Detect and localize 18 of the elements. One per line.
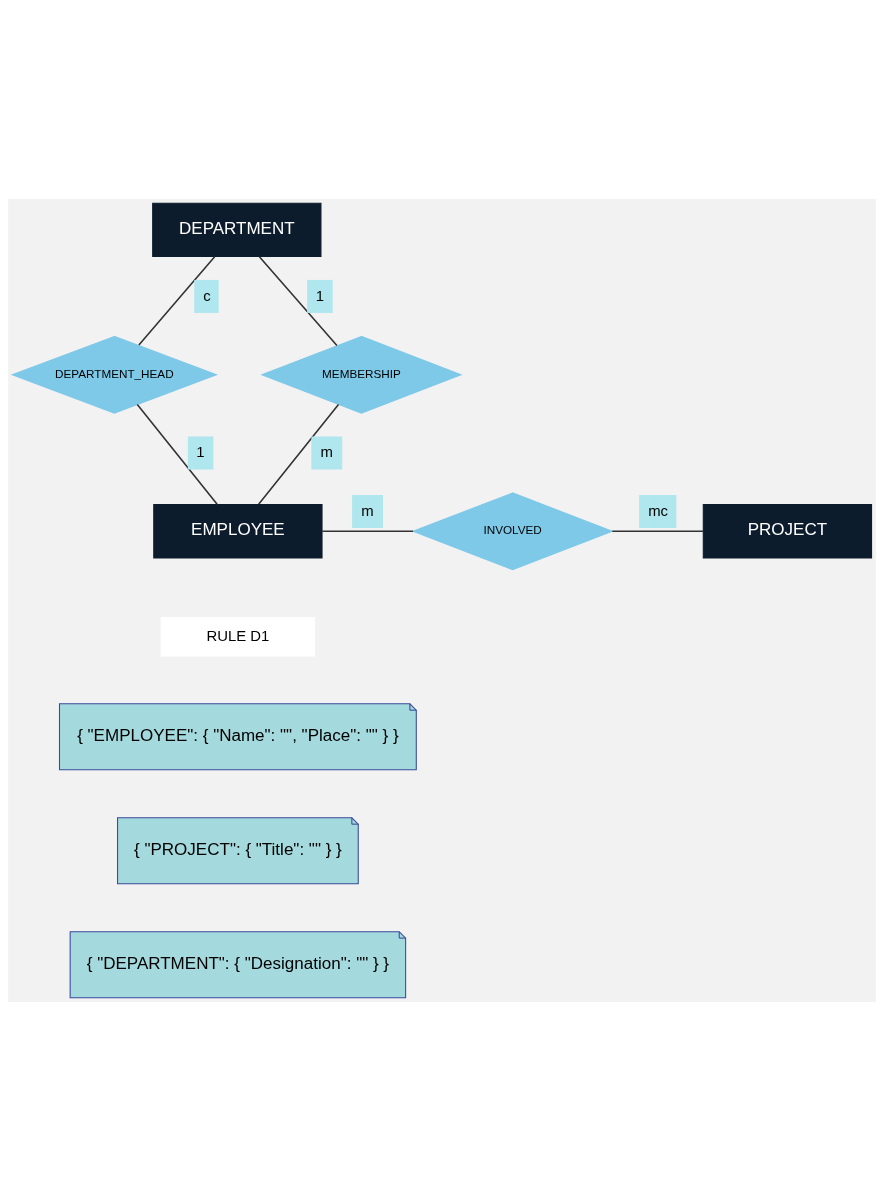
node-diamond: INVOLVED — [411, 492, 614, 571]
edge-label: m — [320, 444, 333, 461]
edge-label: 1 — [196, 444, 205, 461]
node-box: DEPARTMENT — [152, 202, 322, 258]
connector — [321, 530, 414, 533]
connector — [138, 256, 216, 346]
edge-label: m — [361, 503, 374, 520]
connector — [257, 403, 340, 506]
connector — [611, 530, 704, 533]
node-box: EMPLOYEE — [153, 504, 323, 559]
edge-label: mc — [648, 503, 669, 520]
node-diamond: DEPARTMENT_HEAD — [10, 335, 218, 414]
connector — [258, 256, 338, 347]
connector — [136, 403, 218, 506]
node-box: PROJECT — [702, 504, 873, 559]
edge-label: c — [203, 287, 211, 304]
node-diamond: MEMBERSHIP — [260, 335, 463, 414]
edge-label: 1 — [315, 287, 324, 304]
